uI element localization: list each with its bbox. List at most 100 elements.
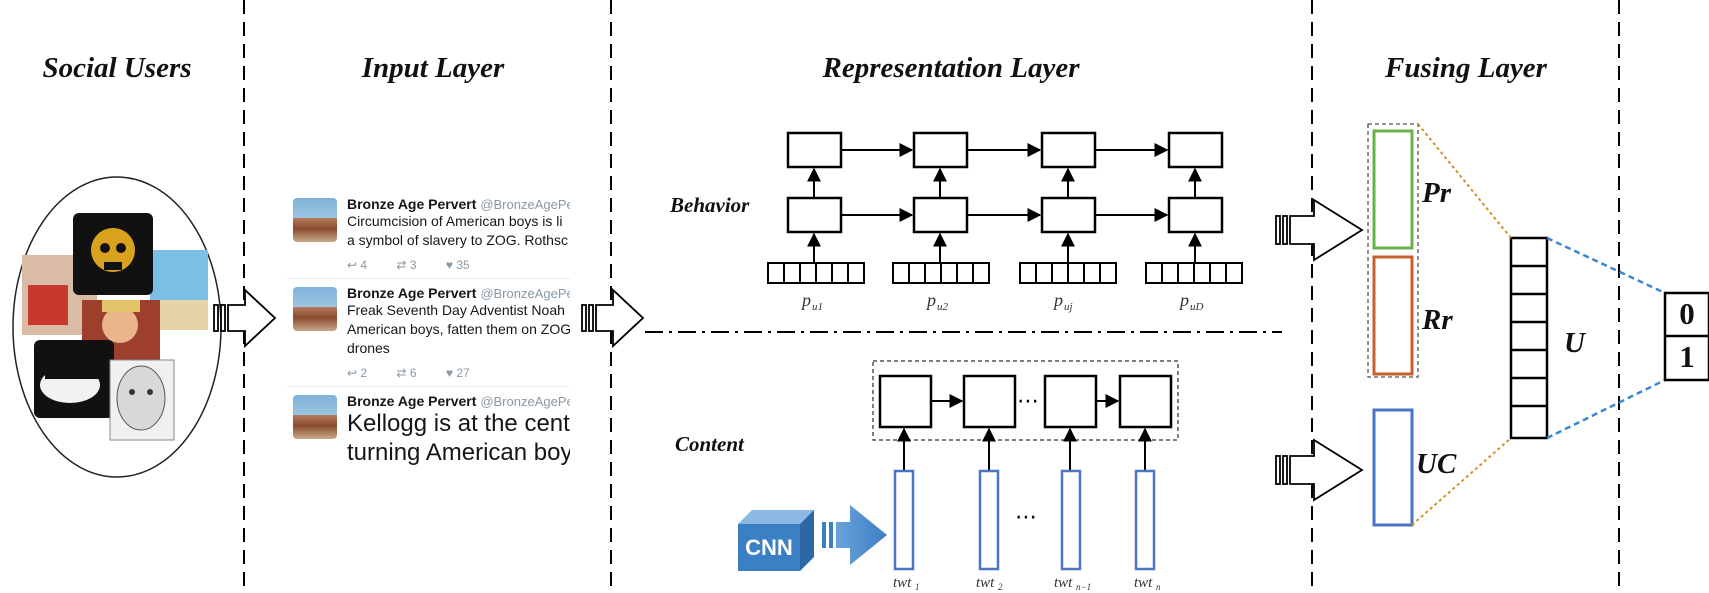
content-cell [1118, 374, 1173, 429]
content-ellipsis: ⋯ [1017, 389, 1039, 414]
tweet-actions: ↩ 4 ⇄ 3 ♥ 35 [347, 258, 570, 272]
tweet-embedding-vectors [893, 469, 1156, 571]
uc-label: UC [1416, 448, 1457, 480]
content-cell [962, 374, 1017, 429]
skull-icon [91, 228, 135, 272]
tweet-avatar [293, 198, 337, 242]
behavior-input-vectors [767, 262, 1243, 284]
tweet-author-name: Bronze Age Pervert [347, 196, 477, 212]
behavior-top-cell [786, 131, 843, 169]
like-count: 35 [456, 258, 470, 272]
column-separators [243, 0, 1620, 593]
uc-vector [1372, 408, 1414, 527]
behavior-to-fusing-arrow [1275, 198, 1364, 262]
tweet-text-line: Freak Seventh Day Adventist Noah [347, 302, 565, 318]
behavior-input-subscript: uD [1190, 301, 1204, 313]
tweet-vector [1134, 469, 1156, 571]
behavior-input-subscript: u1 [812, 301, 823, 313]
tweet-label: twt [1134, 575, 1153, 591]
tweet-author-name: Bronze Age Pervert [347, 285, 477, 301]
tweet-ellipsis: ⋯ [1015, 505, 1037, 530]
output-box [1663, 291, 1709, 382]
tweet-label: twt [1054, 575, 1073, 591]
user-avatar-shirt [28, 285, 68, 325]
tweet-text-line: Circumcision of American boys is li [347, 213, 563, 229]
retweet-icon: ⇄ 3 [396, 258, 417, 272]
tweet-text-line: turning American boy [347, 439, 570, 466]
header-social-users: Social Users [42, 52, 192, 84]
retweet-count: 6 [409, 366, 417, 380]
header-input-layer: Input Layer [361, 52, 505, 84]
content-network [878, 374, 1173, 429]
content-cell [1043, 374, 1098, 429]
social-users-ellipse [12, 176, 222, 478]
like-icon: ♥ 27 [445, 366, 470, 380]
cnn-to-tweets-arrow [822, 505, 887, 565]
tweet-vector [1060, 469, 1082, 571]
behavior-top-cell [912, 131, 969, 169]
users-to-input-arrow [213, 287, 277, 349]
tweet-text-line: drones [347, 340, 390, 356]
tweet-subscript: 1 [915, 582, 920, 592]
tweet-avatar [293, 395, 337, 439]
input-vector [1019, 262, 1117, 284]
behavior-connections [807, 143, 1202, 263]
pr-label: Pr [1422, 177, 1451, 209]
content-connections [897, 394, 1152, 470]
rr-vector [1372, 255, 1414, 376]
content-to-fusing-arrow [1275, 438, 1364, 502]
content-lstm-group [872, 360, 1179, 441]
cnn-block [738, 510, 814, 571]
input-vector [767, 262, 865, 284]
behavior-network [786, 131, 1224, 234]
rr-label: Rr [1422, 304, 1453, 336]
behavior-bottom-cell [786, 196, 843, 234]
tweet-text-line: American boys, fatten them on ZOG [347, 321, 570, 337]
behavior-fusion-group [1367, 123, 1419, 378]
tweet-text-line: a symbol of slavery to ZOG. Rothsc [347, 232, 568, 248]
tweet-subscript: 2 [998, 582, 1003, 592]
pr-vector [1372, 129, 1414, 250]
content-cell [878, 374, 933, 429]
behavior-top-cell [1167, 131, 1224, 169]
tweet-author-name: Bronze Age Pervert [347, 393, 477, 409]
input-to-representation-arrow [581, 287, 645, 349]
behavior-input-label: p [1052, 290, 1063, 310]
behavior-input-label: p [925, 290, 936, 310]
tweet-vector [893, 469, 915, 571]
behavior-top-cell [1040, 131, 1097, 169]
like-icon: ♥ 35 [445, 258, 470, 272]
u-label: U [1564, 327, 1585, 359]
behavior-input-label: p [800, 290, 811, 310]
tweet-label: twt [893, 575, 912, 591]
like-count: 27 [456, 366, 470, 380]
input-vector [1145, 262, 1243, 284]
u-vector [1509, 236, 1549, 440]
input-vector [892, 262, 990, 284]
behavior-input-label: p [1178, 290, 1189, 310]
tweet-subscript: n−1 [1076, 582, 1091, 592]
retweet-icon: ⇄ 6 [396, 366, 417, 380]
behavior-bottom-cell [1167, 196, 1224, 234]
content-label: Content [675, 432, 744, 456]
header-representation-layer: Representation Layer [822, 52, 1080, 84]
reply-count: 4 [360, 258, 368, 272]
cnn-label: CNN [738, 524, 800, 571]
output-connectors [1546, 236, 1666, 440]
fusion-connectors [1411, 123, 1512, 526]
output-bit-1: 1 [1679, 339, 1695, 374]
reply-icon: ↩ 4 [347, 258, 368, 272]
tweet-subscript: n [1156, 582, 1161, 592]
tweet-vector [978, 469, 1000, 571]
tweet-actions: ↩ 2 ⇄ 6 ♥ 27 [347, 366, 570, 380]
behavior-bottom-cell [1040, 196, 1097, 234]
output-bit-0: 0 [1679, 296, 1695, 331]
